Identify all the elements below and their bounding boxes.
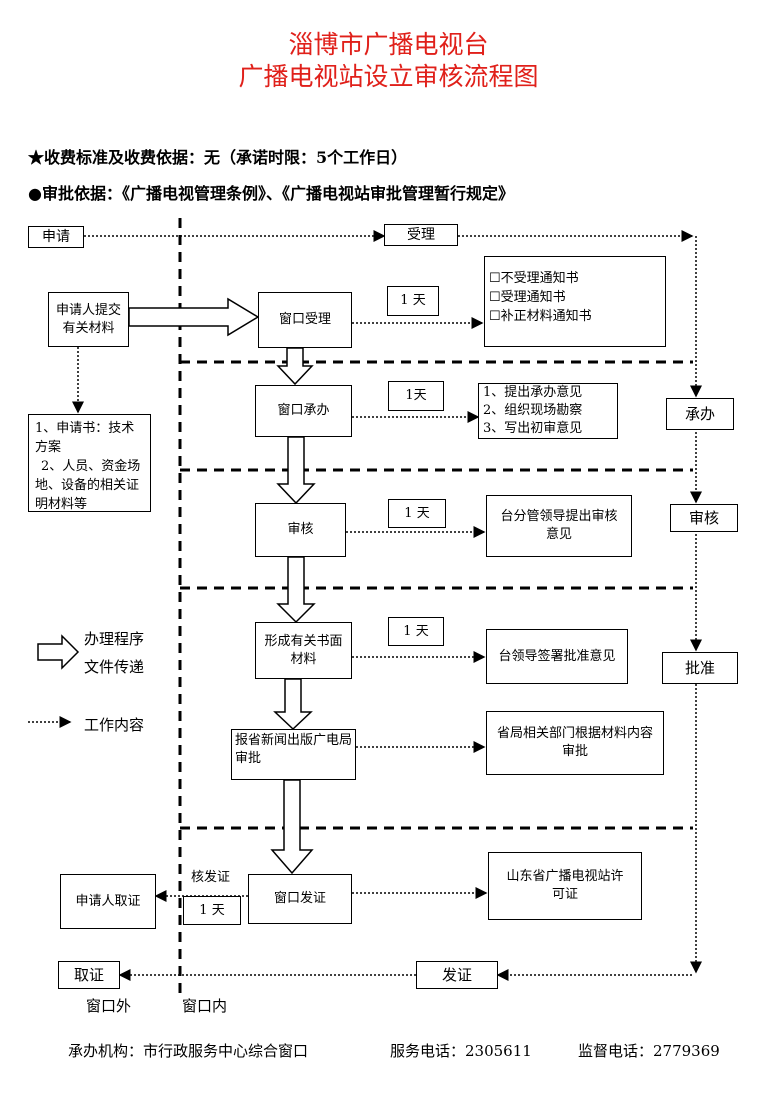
day-box-4: 1 天 [388,617,444,646]
stage-approve: 批准 [662,652,738,684]
form-docs-box: 形成有关书面材料 [255,622,352,679]
approval-basis: ●审批依据：《广播电视管理条例》、《广播电视站审批管理暂行规定》 [28,184,514,203]
day-box-1: 1 天 [387,286,439,316]
province-review-box: 省局相关部门根据材料内容审批 [486,711,664,775]
stage-collect: 取证 [58,961,120,989]
window-issue-box: 窗口发证 [248,874,352,924]
license-box: 山东省广播电视站许可证 [488,852,642,920]
undertake-items-box: 1、提出承办意见 2、组织现场勘察 3、写出初审意见 [478,383,618,439]
applicant-submit: 申请人提交有关材料 [48,292,129,347]
legend-work: 工作内容 [84,716,145,734]
day-box-3: 1 天 [388,499,446,528]
stage-accept: 受理 [384,224,458,246]
footer-org: 承办机构：市行政服务中心综合窗口 [68,1042,309,1060]
fee-info: ★收费标准及收费依据：无（承诺时限：5个工作日） [28,148,408,167]
stage-issue: 发证 [416,961,498,989]
undertake-item: 1、提出承办意见 [483,385,583,400]
legend-transfer: 文件传递 [84,658,145,676]
stage-review: 审核 [670,504,738,532]
notice-item: ☐受理通知书 [489,290,566,305]
review-box: 审核 [255,503,346,557]
material-item: 1、申请书：技术方案 [35,421,135,455]
notices-box: ☐不受理通知书 ☐受理通知书 ☐补正材料通知书 [484,256,666,347]
undertake-item: 3、写出初审意见 [483,421,583,436]
materials-list: 1、申请书：技术方案 2、人员、资金场地、设备的相关证明材料等 [28,414,151,512]
notice-item: ☐补正材料通知书 [489,309,592,324]
leader-sign-box: 台领导签署批准意见 [486,629,628,684]
stage-apply: 申请 [28,226,84,248]
undertake-item: 2、组织现场勘察 [483,403,583,418]
notice-item: ☐不受理通知书 [489,271,579,286]
applicant-collect-box: 申请人取证 [60,874,156,929]
review-note-box: 台分管领导提出审核意见 [486,495,632,557]
title-line-2: 广播电视站设立审核流程图 [238,62,539,91]
legend-procedure: 办理程序 [84,630,145,648]
footer-service-phone: 服务电话：2305611 [390,1042,532,1060]
day-box-2: 1天 [388,381,444,411]
material-item: 2、人员、资金场地、设备的相关证明材料等 [35,459,141,512]
zone-outside-label: 窗口外 [86,997,132,1015]
stage-undertake: 承办 [666,398,734,430]
footer-supervise-phone: 监督电话：2779369 [578,1042,720,1060]
title-line-1: 淄博市广播电视台 [288,30,489,59]
zone-inside-label: 窗口内 [182,997,228,1015]
day-box-5: 1 天 [183,896,241,925]
report-province-box: 报省新闻出版广电局审批 [231,729,356,780]
window-accept-box: 窗口受理 [258,292,352,348]
verify-issue-label: 核发证 [191,870,231,885]
window-undertake-box: 窗口承办 [255,385,352,437]
legend-hollow-arrow [37,634,80,670]
